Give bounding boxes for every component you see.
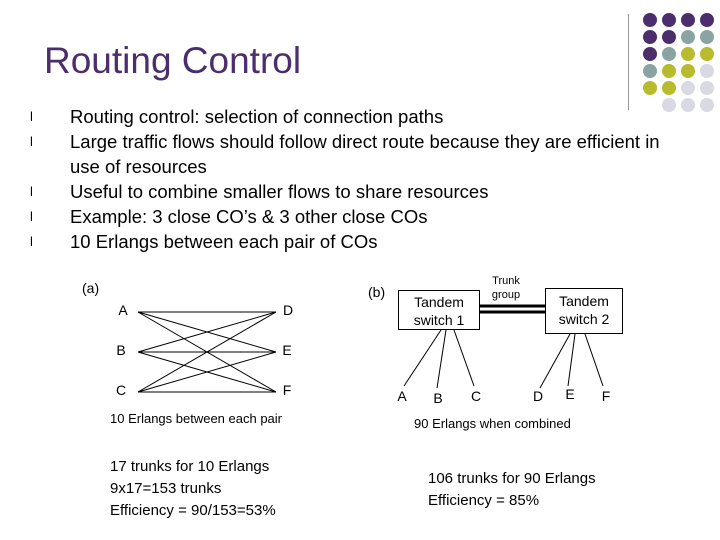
bullet-marker: l	[30, 109, 33, 124]
link-t1-c	[453, 329, 475, 387]
decorative-dot	[700, 81, 714, 95]
decorative-dot	[681, 47, 695, 61]
decorative-dot	[662, 81, 676, 95]
node-b-f: F	[601, 388, 611, 404]
bullet-marker: l	[30, 234, 33, 249]
node-b-b: B	[433, 390, 443, 406]
decorative-dot	[662, 30, 676, 44]
tandem-switch-1: Tandem switch 1	[398, 290, 480, 330]
slide-title: Routing Control	[44, 40, 302, 81]
link-t2-e	[567, 333, 576, 387]
link-c-d	[137, 311, 277, 393]
diagram-a-label: (a)	[82, 280, 100, 296]
diagram-a-stats: 17 trunks for 10 Erlangs 9x17=153 trunks…	[110, 456, 276, 522]
stat-line: Efficiency = 85%	[428, 492, 540, 509]
decorative-dot	[643, 30, 657, 44]
decorative-dot	[681, 81, 695, 95]
decorative-dot	[662, 13, 676, 27]
decorative-dot-grid	[643, 13, 714, 112]
bullet-marker: l	[30, 209, 33, 224]
link-t1-a	[403, 329, 442, 387]
decorative-dot	[681, 13, 695, 27]
diagram-a-caption: 10 Erlangs between each pair	[110, 411, 283, 426]
node-b-e: E	[565, 386, 575, 402]
node-b-a: A	[397, 388, 407, 404]
link-t2-d	[539, 333, 571, 389]
decorative-dot	[681, 64, 695, 78]
decorative-dot	[681, 98, 695, 112]
stat-line: 106 trunks for 90 Erlangs	[428, 470, 596, 487]
decorative-dot	[662, 64, 676, 78]
stat-line: 17 trunks for 10 Erlangs	[110, 458, 270, 475]
trunk-group-label: Trunk group	[491, 275, 521, 301]
decorative-dot	[700, 30, 714, 44]
decorative-dot	[662, 98, 676, 112]
stat-line: 9x17=153 trunks	[110, 480, 222, 497]
node-f: F	[282, 382, 292, 398]
decorative-dot	[700, 47, 714, 61]
node-e: E	[282, 342, 292, 358]
link-c-e	[137, 351, 277, 393]
decorative-dot	[643, 47, 657, 61]
decorative-dot	[681, 30, 695, 44]
decorative-dot	[700, 64, 714, 78]
bullet-marker: l	[30, 134, 33, 149]
decorative-dot	[643, 13, 657, 27]
decorative-dot	[643, 81, 657, 95]
decorative-dot	[700, 13, 714, 27]
tandem-links	[403, 304, 604, 389]
diagram-b-caption: 90 Erlangs when combined	[414, 416, 571, 431]
node-b: B	[116, 342, 126, 358]
node-d: D	[282, 302, 294, 318]
link-t1-b	[436, 329, 447, 389]
stat-line: Efficiency = 90/153=53%	[110, 502, 276, 519]
diagram-b-stats: 106 trunks for 90 Erlangs Efficiency = 8…	[428, 468, 596, 512]
title-divider	[628, 14, 629, 110]
diagram-b-label: (b)	[368, 284, 386, 300]
node-a: A	[118, 302, 128, 318]
tandem-switch-2: Tandem switch 2	[545, 288, 623, 334]
link-t2-f	[584, 333, 604, 387]
node-b-d: D	[532, 388, 544, 404]
node-c: C	[115, 382, 127, 398]
mesh-links	[137, 311, 277, 393]
decorative-dot	[662, 47, 676, 61]
decorative-dot	[643, 64, 657, 78]
link-b-d	[137, 311, 277, 353]
decorative-dot	[700, 98, 714, 112]
bullet-marker: l	[30, 184, 33, 199]
node-b-c: C	[470, 388, 482, 404]
